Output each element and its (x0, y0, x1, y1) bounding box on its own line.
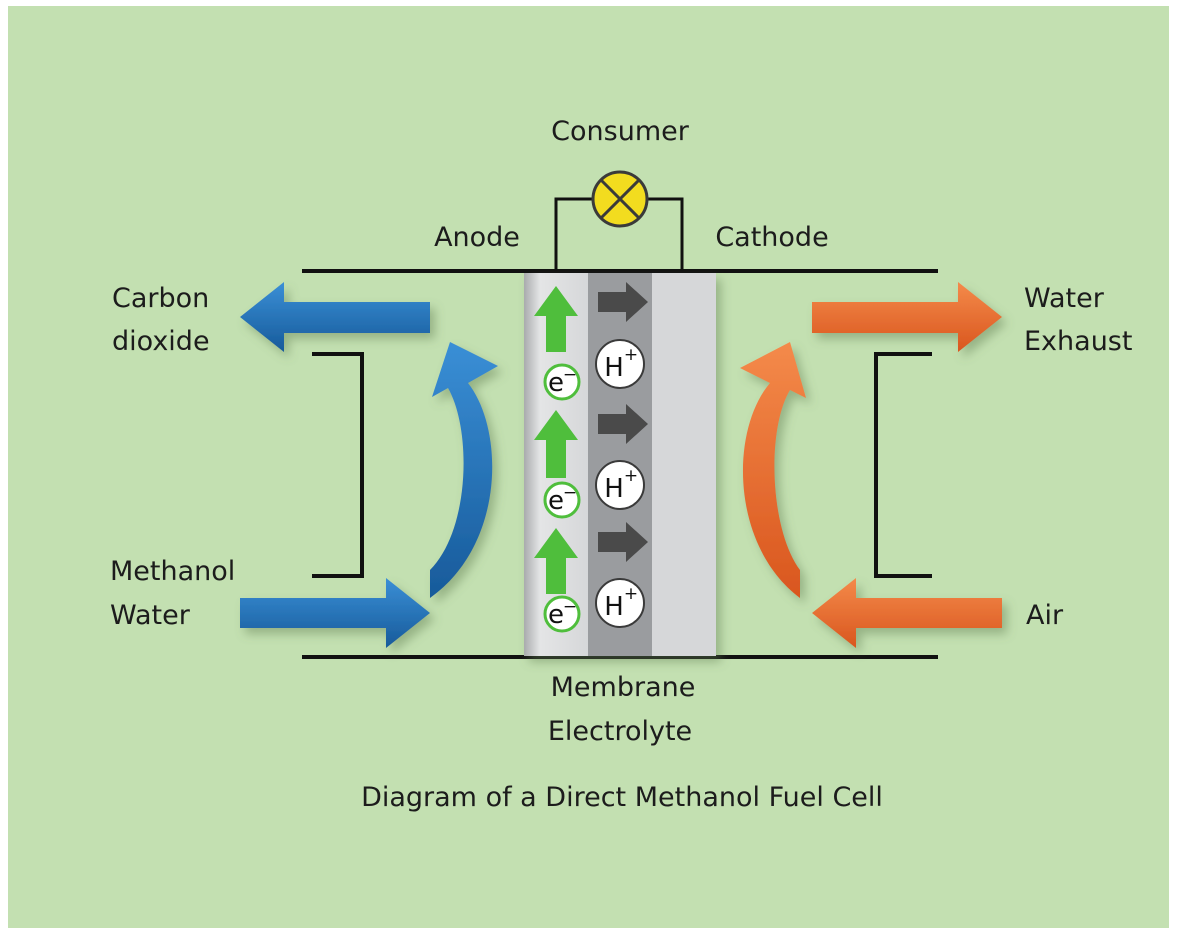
electron-charge: − (563, 483, 577, 503)
carbon-dioxide-label-line1: Carbon (112, 283, 209, 314)
electron-flow (534, 286, 578, 594)
green-up-arrow-icon (534, 410, 578, 478)
electron-badge: e − (543, 481, 581, 519)
electron-charge: − (563, 597, 577, 617)
electron-symbol: e (548, 486, 564, 516)
grey-right-arrow-icon (598, 522, 648, 562)
proton-symbol: H (604, 592, 624, 622)
electron-charge: − (563, 365, 577, 385)
proton-charge: + (624, 466, 638, 486)
circuit-wire-right (647, 197, 684, 271)
water-exhaust-label-line1: Water (1024, 283, 1105, 314)
electron-badge: e − (543, 595, 581, 633)
proton-flow (598, 282, 648, 562)
electron-badge: e − (543, 363, 581, 401)
green-up-arrow-icon (534, 286, 578, 352)
electron-symbol: e (548, 368, 564, 398)
membrane-label-line1: Membrane (551, 672, 696, 703)
right-bracket (874, 352, 932, 578)
proton-symbol: H (604, 353, 624, 383)
water-exhaust-label-line2: Exhaust (1024, 326, 1132, 357)
cathode-label: Cathode (715, 222, 828, 253)
membrane-label-line2: Electrolyte (548, 716, 692, 747)
proton-charge: + (624, 584, 638, 604)
consumer-lamp-icon (591, 170, 649, 228)
cathode-side-layer (652, 273, 716, 656)
proton-charge: + (624, 345, 638, 365)
grey-right-arrow-icon (598, 404, 648, 444)
carbon-dioxide-arrow-icon (240, 282, 430, 352)
green-up-arrow-icon (534, 528, 578, 594)
orange-curved-arrow-icon (740, 342, 806, 598)
methanol-water-label-line2: Water (110, 600, 191, 631)
diagram-caption: Diagram of a Direct Methanol Fuel Cell (361, 782, 883, 813)
electron-symbol: e (548, 600, 564, 630)
proton-badge: H + (595, 578, 645, 628)
circuit-wire (554, 197, 593, 271)
air-arrow-icon (812, 578, 1002, 648)
carbon-dioxide-label-line2: dioxide (112, 326, 210, 357)
consumer-label: Consumer (551, 116, 690, 147)
air-label: Air (1026, 600, 1064, 631)
proton-symbol: H (604, 474, 624, 504)
methanol-water-arrow-icon (240, 578, 430, 648)
grey-right-arrow-icon (598, 282, 648, 322)
blue-curved-arrow-icon (430, 342, 498, 598)
proton-badge: H + (595, 339, 645, 389)
water-exhaust-arrow-icon (812, 282, 1002, 352)
left-bracket (312, 352, 364, 578)
methanol-water-label-line1: Methanol (110, 556, 235, 587)
anode-label: Anode (434, 222, 520, 253)
proton-badge: H + (595, 460, 645, 510)
